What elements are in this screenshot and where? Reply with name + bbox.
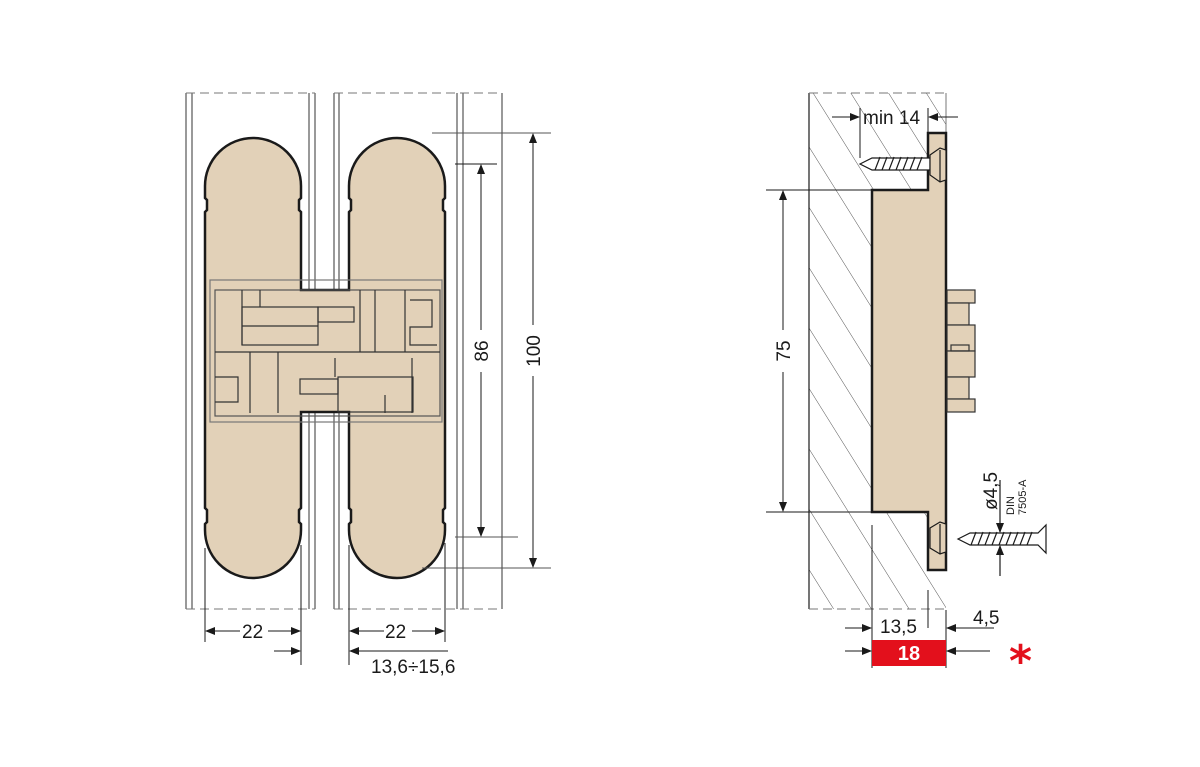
dim-gap-label: 13,6÷15,6 (371, 657, 455, 678)
dim-width-left (204, 545, 302, 665)
hinge-mechanism (209, 279, 443, 423)
total-depth-badge (872, 640, 946, 666)
dim-min-depth-label: min 14 (863, 108, 920, 129)
dim-width-right (348, 543, 446, 665)
screw-standard-line1: DIN (1005, 496, 1017, 515)
hinge-knuckle (946, 289, 976, 413)
dim-inner-height-label: 86 (472, 340, 493, 361)
wall-section (809, 93, 946, 609)
dim-outer-height-label: 100 (524, 335, 545, 367)
dim-inner-height (455, 163, 518, 538)
dim-screw-diameter-label: ø4,5 (981, 472, 1002, 510)
side-view: ø4,5 DIN 7505-A min 14 75 1 (766, 92, 1047, 687)
dim-width-right-label: 22 (385, 622, 406, 643)
screw-top (858, 147, 947, 183)
screw-standard-line2: 7505-A (1017, 479, 1029, 515)
hinge-leaf-left (203, 136, 447, 580)
hinge-body-profile (870, 131, 948, 572)
front-view: 22 22 13,6÷15,6 86 100 (185, 92, 551, 678)
dim-min-depth (832, 108, 958, 158)
dim-total-depth-label: 18 (898, 643, 920, 665)
dim-height (766, 189, 872, 513)
dim-flange-label: 4,5 (973, 608, 999, 629)
dim-width-left-label: 22 (242, 622, 263, 643)
screw-standalone (956, 480, 1047, 576)
asterisk-note: * (1009, 636, 1032, 687)
dim-body-depth-label: 13,5 (880, 617, 917, 638)
dim-height-label: 75 (774, 340, 795, 361)
dim-outer-height (422, 132, 551, 569)
screw-anchor-bottom (929, 521, 947, 555)
